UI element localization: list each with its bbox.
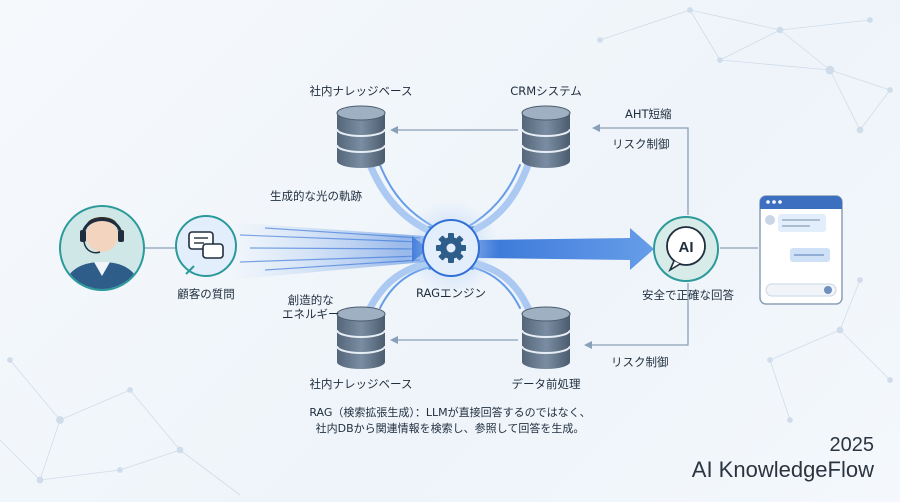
chat-bubbles-icon (175, 215, 237, 277)
query-beam (228, 222, 425, 280)
answer-beam (478, 228, 654, 270)
rag-description-line1: RAG（検索拡張生成）：LLMが直接回答するのではなく、 (309, 406, 591, 419)
answer-label: 安全で正確な回答 (642, 288, 734, 302)
rag-description-line2: 社内DBから関連情報を検索し、参照して回答を生成。 (315, 421, 585, 435)
database-icon (521, 105, 571, 169)
energy-label-line1: 創造的な (287, 293, 334, 307)
query-label: 顧客の質問 (177, 287, 235, 301)
database-icon (336, 105, 386, 169)
brand-block: 2025 AI KnowledgeFlow (692, 434, 874, 482)
svg-text:AI: AI (679, 239, 694, 256)
connector-arrowheads (390, 124, 600, 349)
network-decoration (0, 7, 893, 496)
crm-label: CRMシステム (510, 84, 582, 98)
kb-bottom-label: 社内ナレッジベース (309, 377, 413, 391)
aht-label: AHT短縮 (625, 107, 672, 121)
ai-chat-icon: AI (653, 216, 719, 282)
energy-label: 創造的な エネルギー (282, 293, 340, 322)
gear-icon (422, 219, 480, 277)
database-icon (521, 306, 571, 370)
data-prep-label: データ前処理 (511, 377, 581, 391)
risk-control-top-label: リスク制御 (612, 137, 670, 151)
brand-year: 2025 (829, 434, 875, 456)
connector-lines (140, 127, 758, 346)
risk-control-bottom-label: リスク制御 (611, 355, 669, 369)
brand-name: AI KnowledgeFlow (691, 457, 874, 482)
energy-label-line2: エネルギー (282, 307, 340, 322)
rag-engine-label: RAGエンジン (415, 286, 487, 300)
database-icon (336, 306, 386, 370)
light-trail-label: 生成的な光の軌跡 (270, 189, 362, 203)
operator-avatar-icon (59, 205, 145, 291)
rag-description: RAG（検索拡張生成）：LLMが直接回答するのではなく、 社内DBから関連情報を… (309, 405, 590, 437)
query-beam-streaks (239, 227, 421, 271)
kb-top-label: 社内ナレッジベース (309, 84, 413, 98)
chat-window-icon (759, 195, 843, 305)
